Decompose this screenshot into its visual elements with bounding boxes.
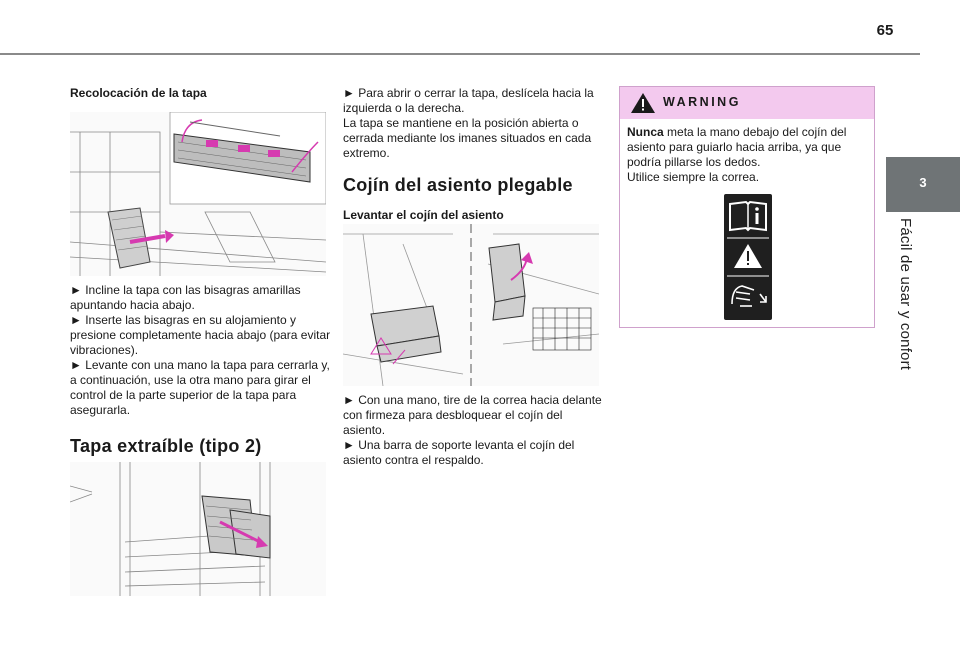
step-incline: ► Incline la tapa con las bisagras amari…	[70, 283, 301, 312]
pictogram-panel	[724, 194, 772, 320]
column-2: ► Para abrir o cerrar la tapa, deslícela…	[343, 86, 605, 230]
subheading-lift-cushion: Levantar el cojín del asiento	[343, 208, 504, 222]
intro-slide: ► Para abrir o cerrar la tapa, deslícela…	[343, 86, 594, 115]
warning-header: WARNING	[620, 87, 874, 119]
chapter-tab[interactable]: 3	[886, 157, 960, 212]
warning-bold-word: Nunca	[627, 125, 664, 139]
illustration-removable-cover	[70, 462, 326, 596]
chapter-number: 3	[919, 175, 927, 190]
step-support-bar: ► Una barra de soporte levanta el cojín …	[343, 438, 575, 467]
hand-pinch-icon	[731, 285, 767, 307]
warning-triangle-icon	[631, 93, 655, 113]
section-title-folding-cushion: Cojín del asiento plegable	[343, 175, 573, 195]
section-title-removable-cover: Tapa extraíble (tipo 2)	[70, 436, 262, 456]
illustration-cover-repositioning	[70, 112, 326, 276]
warning-text: Nunca meta la mano debajo del cojín del …	[627, 125, 867, 185]
illustration-seat-cushion	[343, 224, 599, 386]
heading-repositioning: Recolocación de la tapa	[70, 86, 207, 100]
warning-box: WARNING Nunca meta la mano debajo del co…	[619, 86, 875, 328]
warning-title: WARNING	[663, 95, 741, 109]
step-insert: ► Inserte las bisagras en su alojamiento…	[70, 313, 331, 357]
column-1: Recolocación de la tapa	[70, 86, 332, 108]
intro-magnets: La tapa se mantiene en la posición abier…	[343, 116, 592, 160]
step-pull-strap: ► Con una mano, tire de la correa hacia …	[343, 393, 602, 437]
warning-triangle-icon	[734, 244, 762, 268]
step-lift: ► Levante con una mano la tapa para cerr…	[70, 358, 330, 417]
book-info-icon	[729, 200, 767, 232]
chapter-title: Fácil de usar y confort	[897, 218, 914, 371]
column-1-steps: ► Incline la tapa con las bisagras amari…	[70, 283, 332, 457]
page-number: 65	[876, 22, 894, 39]
header-rule	[0, 53, 920, 55]
warning-body: meta la mano debajo del cojín del asient…	[627, 125, 847, 169]
warning-strap-note: Utilice siempre la correa.	[627, 170, 760, 184]
column-2-steps: ► Con una mano, tire de la correa hacia …	[343, 393, 605, 468]
